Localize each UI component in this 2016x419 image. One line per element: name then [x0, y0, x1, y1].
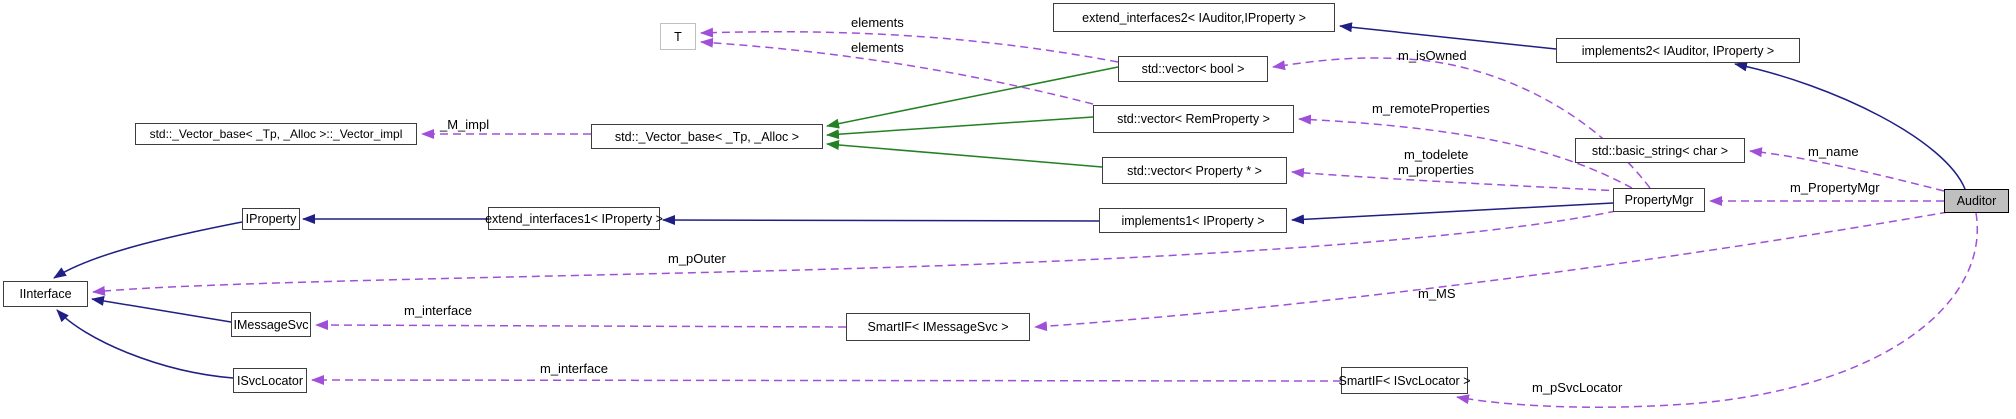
node-basic-string[interactable]: std::basic_string< char > [1575, 138, 1745, 163]
node-isvclocator[interactable]: ISvcLocator [233, 368, 307, 393]
edge-use-smartif-imessagesvc-imessagesvc [315, 320, 847, 331]
edge-use-propertymgr-iinterface-m-pouter [92, 210, 1617, 296]
node-smartif-imessagesvc[interactable]: SmartIF< IMessageSvc > [846, 313, 1030, 341]
node-smartif-isvclocator[interactable]: SmartIF< ISvcLocator > [1339, 367, 1471, 394]
edge-use-propertymgr-vector-bool-m-isowned [1272, 57, 1651, 189]
edge-label-elements-2: elements [851, 40, 904, 55]
edge-label-m-interface-msg: m_interface [404, 303, 472, 318]
edge-label-m-propertymgr: m_PropertyMgr [1790, 180, 1880, 195]
edge-inherit-vector-bool-vector-base [826, 66, 1119, 129]
edge-use-propertymgr-vector-property [1291, 167, 1623, 192]
edge-inherit-isvclocator-iinterface [56, 309, 234, 379]
node-template-t[interactable]: T [660, 23, 696, 50]
edge-inherit-iproperty-iinterface [53, 221, 243, 279]
edge-label-elements-1: elements [851, 15, 904, 30]
edge-use-auditor-basic-string-m-name [1749, 147, 1945, 192]
edge-use-propertymgr-vector-remproperty [1298, 114, 1633, 189]
edge-inherit-propertymgr-implements1 [1291, 202, 1614, 225]
node-vector-property[interactable]: std::vector< Property * > [1102, 157, 1287, 184]
edge-use-vector-remproperty-t-elements [700, 37, 1094, 105]
edge-inherit-vector-property-vector-base [826, 140, 1103, 168]
node-extend-interfaces2[interactable]: extend_interfaces2< IAuditor,IProperty > [1053, 3, 1335, 32]
node-vector-impl[interactable]: std::_Vector_base< _Tp, _Alloc >::_Vecto… [135, 123, 417, 145]
edge-label-m-name: m_name [1808, 144, 1859, 159]
edge-label-m-remoteproperties: m_remoteProperties [1372, 101, 1490, 116]
edge-inherit-implements1-extend-interfaces1 [662, 215, 1100, 226]
node-iinterface[interactable]: IInterface [3, 281, 88, 307]
edge-use-smartif-isvclocator-isvclocator [311, 375, 1342, 386]
edge-label-m-properties: m_properties [1398, 162, 1474, 177]
node-extend-interfaces1[interactable]: extend_interfaces1< IProperty > [485, 207, 663, 230]
edge-label-m-impl: _M_impl [440, 117, 490, 132]
edge-inherit-implements2-extend-interfaces2 [1339, 22, 1557, 50]
node-propertymgr[interactable]: PropertyMgr [1613, 188, 1705, 212]
edge-inherit-auditor-implements2 [1734, 61, 1966, 190]
edge-label-m-pouter: m_pOuter [668, 251, 726, 266]
node-auditor[interactable]: Auditor [1944, 189, 2009, 213]
edge-label-m-psvclocator: m_pSvcLocator [1532, 380, 1623, 395]
edge-label-m-todelete: m_todelete [1404, 147, 1469, 162]
node-vector-remproperty[interactable]: std::vector< RemProperty > [1093, 105, 1294, 133]
edge-label-m-ms: m_MS [1418, 286, 1456, 301]
edge-label-m-isowned: m_isOwned [1398, 48, 1467, 63]
edge-use-vector-bool-t-elements [700, 27, 1119, 63]
edge-use-auditor-smartif-imessagesvc-m-ms [1034, 211, 1949, 332]
node-implements1[interactable]: implements1< IProperty > [1099, 208, 1287, 233]
node-implements2[interactable]: implements2< IAuditor, IProperty > [1556, 38, 1800, 63]
edge-use-auditor-smartif-isvclocator [1456, 212, 1978, 408]
edge-label-m-interface-svc: m_interface [540, 361, 608, 376]
edge-inherit-imessagesvc-iinterface [91, 296, 232, 323]
edge-inherit-vector-remproperty-vector-base [826, 116, 1094, 140]
node-vector-bool[interactable]: std::vector< bool > [1118, 56, 1268, 82]
node-iproperty[interactable]: IProperty [242, 208, 300, 230]
node-vector-base[interactable]: std::_Vector_base< _Tp, _Alloc > [591, 124, 823, 149]
node-imessagesvc[interactable]: IMessageSvc [231, 312, 311, 337]
